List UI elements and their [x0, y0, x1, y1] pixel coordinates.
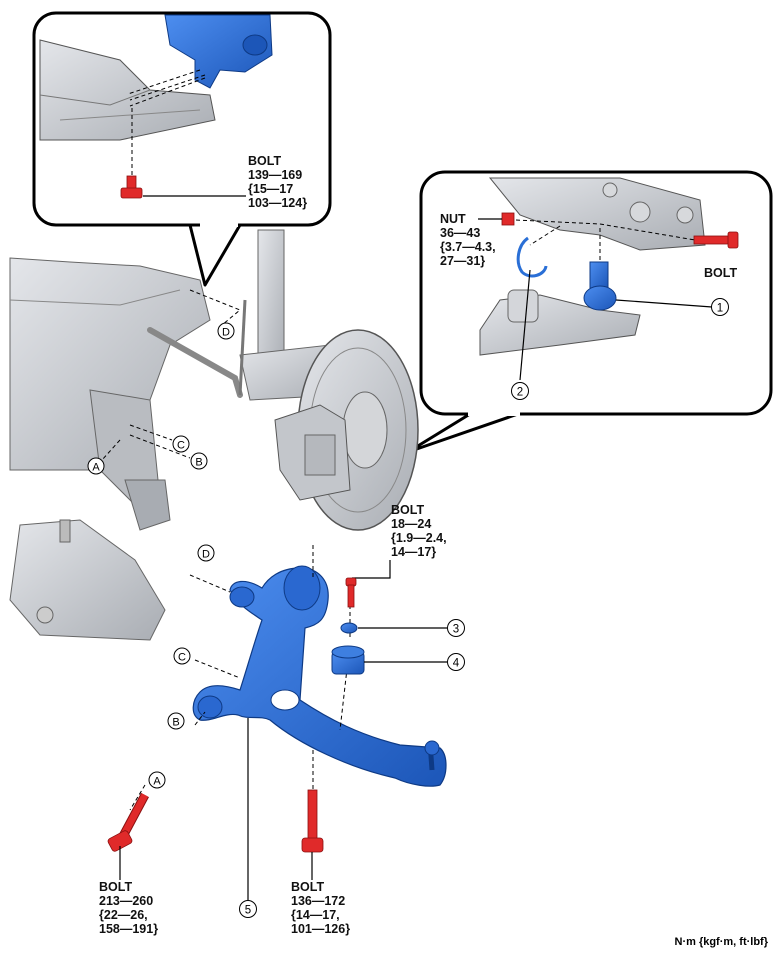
callout-rear-bolt: BOLT 136—172 {14—17, 101—126}	[291, 880, 350, 936]
rear-bolt-icon	[301, 789, 324, 853]
svg-text:5: 5	[245, 905, 251, 917]
svg-text:A: A	[153, 776, 161, 788]
callout-line: {3.7—4.3,	[440, 240, 496, 254]
callout-line: 18—24	[391, 517, 432, 531]
callout-bolt-a: BOLT 213—260 {22—26, 158—191}	[99, 880, 158, 936]
bolt-a-icon	[107, 792, 149, 852]
washer-icon	[340, 622, 358, 634]
ball-bolt-icon	[693, 231, 739, 249]
inset-knuckle	[488, 177, 706, 251]
part-number-5: 5	[239, 900, 257, 918]
strut-assembly	[147, 229, 341, 401]
callout-line: 158—191}	[99, 922, 159, 936]
callout-name: BOLT	[99, 880, 133, 894]
units-note: N·m {kgf·m, ft·lbf}	[674, 936, 769, 948]
svg-text:1: 1	[717, 303, 723, 315]
callout-line: {15—17	[248, 182, 294, 196]
svg-text:D: D	[202, 549, 210, 561]
marker-c-top: C	[172, 435, 190, 453]
callout-caliper-bolt: BOLT 18—24 {1.9—2.4, 14—17}	[391, 503, 447, 559]
part-number-4: 4	[447, 653, 465, 671]
bushing-icon	[331, 645, 365, 675]
svg-text:4: 4	[453, 658, 460, 670]
detail-inset-top	[32, 11, 332, 287]
part-number-3: 3	[447, 619, 465, 637]
callout-name: BOLT	[391, 503, 425, 517]
part-number-2: 2	[511, 382, 529, 400]
inset-bolt-icon	[120, 175, 143, 199]
callout-line: 36—43	[440, 226, 481, 240]
inset-subframe	[39, 39, 216, 141]
marker-b-top: B	[190, 452, 208, 470]
lower-control-arm	[192, 565, 447, 787]
callout-line: 101—126}	[291, 922, 351, 936]
callout-line: 14—17}	[391, 545, 437, 559]
callout-ball-bolt: BOLT	[704, 266, 737, 280]
svg-text:A: A	[92, 462, 100, 474]
detail-inset-right	[406, 170, 773, 454]
callout-line: 27—31}	[440, 254, 486, 268]
svg-text:B: B	[172, 717, 179, 729]
callout-name: BOLT	[248, 154, 282, 168]
ball-joint-icon	[583, 261, 617, 311]
clip-icon	[516, 236, 548, 278]
caliper-bolt-icon	[345, 577, 357, 608]
svg-text:2: 2	[517, 387, 523, 399]
marker-c-arm: C	[173, 647, 191, 665]
svg-text:C: C	[177, 440, 185, 452]
callout-nut: NUT 36—43 {3.7—4.3, 27—31}	[440, 212, 496, 268]
callout-line: 103—124}	[248, 196, 308, 210]
callout-line: 139—169	[248, 168, 303, 182]
callout-name: BOLT	[291, 880, 325, 894]
callout-line: {22—26,	[99, 908, 148, 922]
svg-text:B: B	[195, 457, 202, 469]
brake-disc	[274, 329, 419, 531]
marker-d-arm: D	[197, 544, 215, 562]
callout-line: 213—260	[99, 894, 154, 908]
marker-d-top: D	[217, 322, 235, 340]
callout-name: NUT	[440, 212, 466, 226]
callout-top-bolt: BOLT 139—169 {15—17 103—124}	[248, 154, 307, 210]
svg-text:C: C	[178, 652, 186, 664]
marker-a-bolt: A	[148, 771, 166, 789]
marker-a-top: A	[87, 457, 105, 475]
inset-control-arm	[164, 14, 273, 89]
callout-line: {1.9—2.4,	[391, 531, 447, 545]
callout-line: {14—17,	[291, 908, 340, 922]
nut-icon	[501, 212, 515, 226]
callout-line: 136—172	[291, 894, 346, 908]
part-number-1: 1	[711, 298, 729, 316]
svg-text:D: D	[222, 327, 230, 339]
main-subframe	[9, 257, 211, 641]
svg-text:3: 3	[453, 624, 459, 636]
callout-name: BOLT	[704, 266, 738, 280]
marker-b-arm: B	[167, 712, 185, 730]
